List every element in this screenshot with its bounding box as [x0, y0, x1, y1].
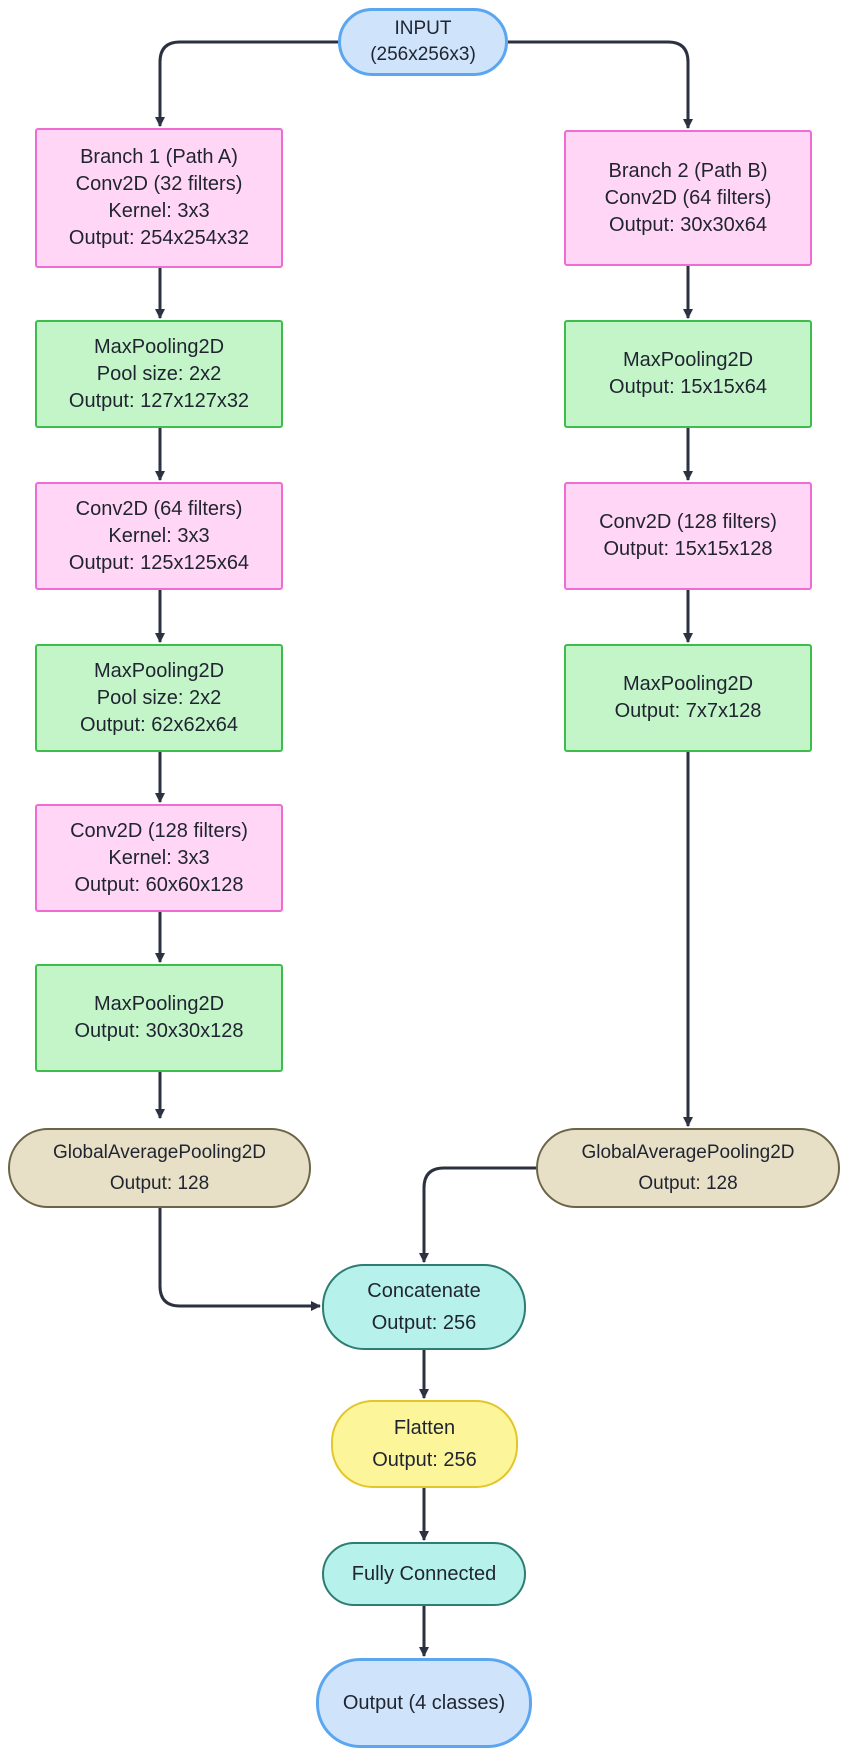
branch-a-pool1-node: MaxPooling2D Pool size: 2x2 Output: 127x… — [35, 320, 283, 428]
concatenate-output: Output: 256 — [371, 1312, 477, 1334]
branch-a-conv3-kernel: Kernel: 3x3 — [108, 846, 210, 869]
edge-input-to-branch-a — [155, 40, 338, 127]
branch-b-conv1-output: Output: 30x30x64 — [609, 213, 767, 236]
branch-a-pool1-size: Pool size: 2x2 — [96, 362, 222, 385]
branch-a-gap-output: Output: 128 — [109, 1173, 210, 1194]
branch-a-conv2-node: Conv2D (64 filters) Kernel: 3x3 Output: … — [35, 482, 283, 590]
branch-b-gap-output: Output: 128 — [638, 1173, 738, 1194]
edge-input-to-branch-b — [508, 40, 693, 129]
branch-a-pool1-layer: MaxPooling2D — [93, 335, 225, 358]
branch-b-title: Branch 2 (Path B) — [608, 159, 768, 182]
branch-a-pool3-node: MaxPooling2D Output: 30x30x128 — [35, 964, 283, 1072]
branch-a-gap-node: GlobalAveragePooling2D Output: 128 — [8, 1128, 311, 1208]
branch-a-pool3-layer: MaxPooling2D — [93, 993, 225, 1015]
branch-a-conv3-layer: Conv2D (128 filters) — [70, 819, 248, 842]
branch-b-pool1-layer: MaxPooling2D — [622, 349, 754, 371]
branch-a-conv3-output: Output: 60x60x128 — [74, 873, 244, 896]
branch-a-title: Branch 1 (Path A) — [80, 146, 238, 168]
edge-a-gap-to-concat — [158, 1208, 321, 1311]
branch-b-pool1-node: MaxPooling2D Output: 15x15x64 — [564, 320, 812, 428]
concatenate-layer: Concatenate — [367, 1280, 481, 1302]
branch-a-conv2-kernel: Kernel: 3x3 — [108, 524, 210, 547]
branch-b-pool2-output: Output: 7x7x128 — [614, 700, 762, 722]
branch-a-conv1-layer: Conv2D (32 filters) — [75, 173, 243, 195]
flatten-layer: Flatten — [393, 1417, 456, 1439]
branch-b-pool1-output: Output: 15x15x64 — [609, 376, 767, 398]
branch-a-conv1-kernel: Kernel: 3x3 — [108, 200, 210, 222]
flatten-output: Output: 256 — [372, 1449, 477, 1471]
branch-b-gap-node: GlobalAveragePooling2D Output: 128 — [536, 1128, 840, 1208]
output-node: Output (4 classes) — [316, 1658, 532, 1748]
branch-a-pool2-node: MaxPooling2D Pool size: 2x2 Output: 62x6… — [35, 644, 283, 752]
output-label: Output (4 classes) — [342, 1691, 506, 1714]
branch-b-conv2-layer: Conv2D (128 filters) — [599, 511, 777, 533]
branch-a-conv2-layer: Conv2D (64 filters) — [75, 497, 243, 520]
concatenate-node: Concatenate Output: 256 — [322, 1264, 526, 1350]
branch-b-pool2-layer: MaxPooling2D — [622, 673, 754, 695]
branch-a-conv2-output: Output: 125x125x64 — [68, 551, 250, 574]
branch-b-gap-layer: GlobalAveragePooling2D — [581, 1142, 795, 1163]
input-node: INPUT (256x256x3) — [338, 8, 508, 76]
branch-a-conv3-node: Conv2D (128 filters) Kernel: 3x3 Output:… — [35, 804, 283, 912]
branch-a-pool1-output: Output: 127x127x32 — [68, 389, 250, 412]
fully-connected-layer: Fully Connected — [351, 1562, 497, 1585]
branch-a-pool2-output: Output: 62x62x64 — [80, 713, 238, 736]
branch-a-conv1-node: Branch 1 (Path A) Conv2D (32 filters) Ke… — [35, 128, 283, 268]
branch-b-conv1-layer: Conv2D (64 filters) — [604, 186, 772, 209]
branch-a-conv1-output: Output: 254x254x32 — [68, 227, 250, 249]
branch-a-gap-layer: GlobalAveragePooling2D — [52, 1142, 267, 1163]
branch-b-pool2-node: MaxPooling2D Output: 7x7x128 — [564, 644, 812, 752]
branch-a-pool2-size: Pool size: 2x2 — [96, 686, 222, 709]
branch-a-pool3-output: Output: 30x30x128 — [74, 1020, 244, 1042]
flatten-node: Flatten Output: 256 — [331, 1400, 518, 1488]
fully-connected-node: Fully Connected — [322, 1542, 526, 1606]
branch-b-conv2-output: Output: 15x15x128 — [603, 538, 773, 560]
edge-b-gap-to-concat — [419, 1166, 536, 1263]
branch-b-conv1-node: Branch 2 (Path B) Conv2D (64 filters) Ou… — [564, 130, 812, 266]
input-label: INPUT — [394, 18, 452, 39]
branch-a-pool2-layer: MaxPooling2D — [93, 659, 225, 682]
branch-b-conv2-node: Conv2D (128 filters) Output: 15x15x128 — [564, 482, 812, 590]
input-shape: (256x256x3) — [370, 44, 476, 65]
